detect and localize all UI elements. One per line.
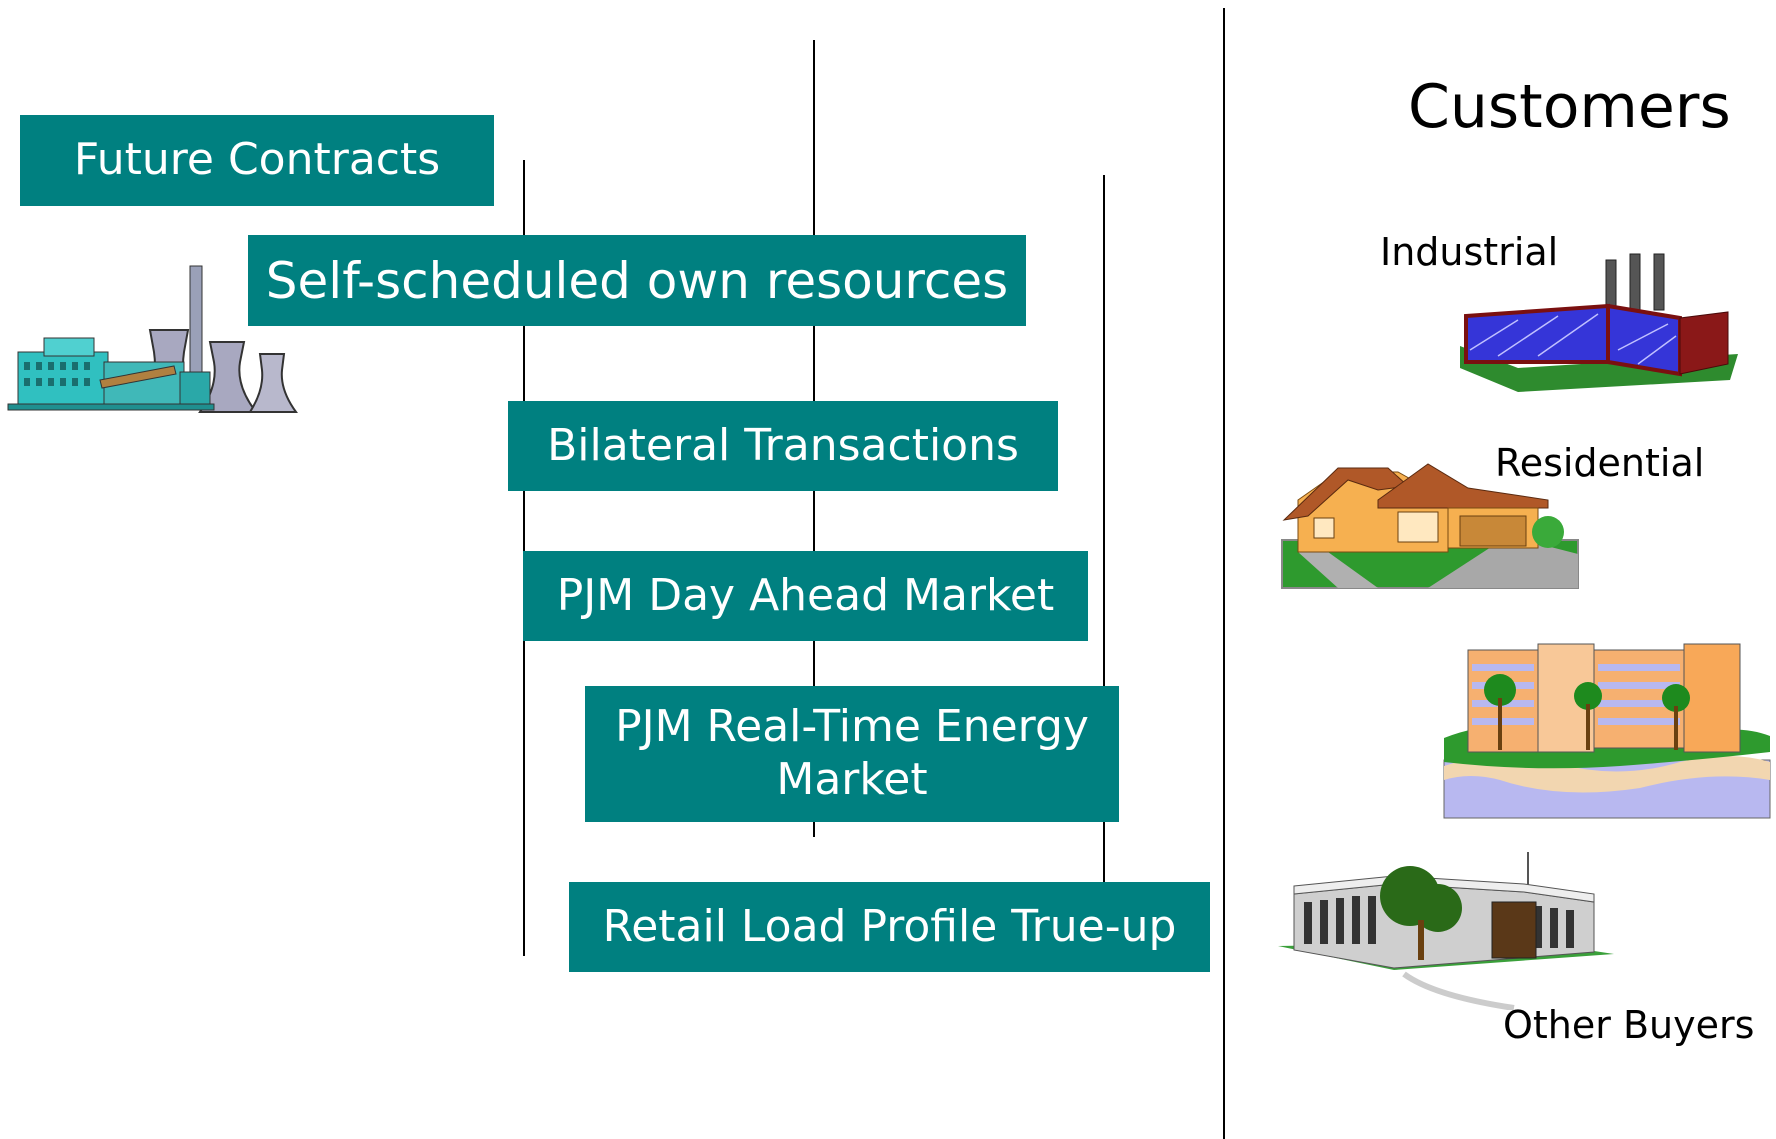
day-ahead-market-label: PJM Day Ahead Market bbox=[556, 569, 1055, 621]
future-contracts-box: Future Contracts bbox=[20, 115, 494, 206]
customers-title: Customers bbox=[1408, 72, 1731, 142]
factory-icon bbox=[1460, 253, 1738, 392]
retail-true-up-box: Retail Load Profile True-up bbox=[569, 882, 1210, 972]
bilateral-transactions-label: Bilateral Transactions bbox=[547, 419, 1019, 471]
retail-true-up-label: Retail Load Profile True-up bbox=[602, 900, 1177, 952]
bilateral-transactions-box: Bilateral Transactions bbox=[508, 401, 1058, 491]
self-scheduled-box: Self-scheduled own resources bbox=[248, 235, 1026, 326]
day-ahead-market-box: PJM Day Ahead Market bbox=[523, 551, 1088, 641]
timeline-line-3 bbox=[1103, 175, 1105, 884]
resort-building-icon bbox=[1443, 643, 1771, 819]
other-buyers-label: Other Buyers bbox=[1503, 1003, 1755, 1047]
divider-line bbox=[1223, 8, 1225, 1139]
house-icon bbox=[1281, 463, 1579, 589]
real-time-market-label-line1: PJM Real-Time Energy bbox=[615, 701, 1089, 753]
residential-label: Residential bbox=[1495, 441, 1705, 485]
future-contracts-label: Future Contracts bbox=[73, 134, 441, 186]
power-plant-icon bbox=[7, 265, 298, 413]
self-scheduled-label: Self-scheduled own resources bbox=[265, 251, 1009, 310]
real-time-market-label-line2: Market bbox=[776, 754, 928, 805]
office-building-icon bbox=[1278, 852, 1614, 1010]
industrial-label: Industrial bbox=[1380, 230, 1559, 274]
real-time-market-box: PJM Real-Time Energy Market bbox=[585, 686, 1119, 822]
